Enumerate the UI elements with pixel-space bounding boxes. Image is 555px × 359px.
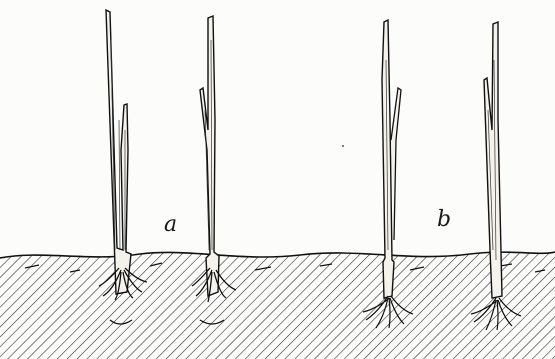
- soil: [0, 252, 555, 359]
- speck: [342, 145, 344, 147]
- figure-label-a: a: [164, 212, 177, 237]
- figure-label-b: b: [437, 207, 451, 232]
